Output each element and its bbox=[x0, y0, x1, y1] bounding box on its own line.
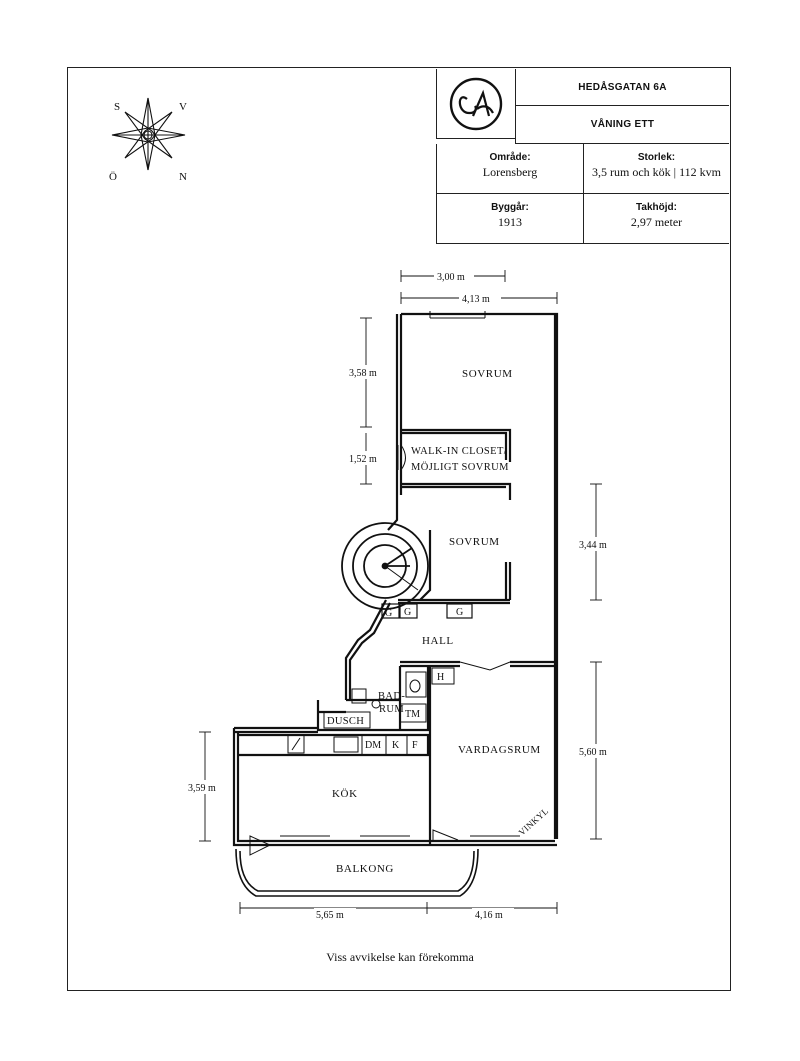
bath-fixtures bbox=[323, 667, 455, 729]
ceiling-label: Takhöjd: bbox=[636, 202, 677, 213]
closet-g-1: G bbox=[385, 608, 392, 619]
floor-title: VÅNING ETT bbox=[515, 106, 729, 144]
room-walk-in-1: WALK-IN CLOSET/ bbox=[411, 446, 507, 457]
compass-rose-icon bbox=[111, 97, 186, 171]
area-value: Lorensberg bbox=[482, 165, 538, 179]
dim-sovrum2-height: 3,44 m bbox=[579, 540, 607, 551]
compass-s: S bbox=[114, 101, 120, 113]
disclaimer-note: Viss avvikelse kan förekomma bbox=[326, 950, 474, 964]
compass-v: V bbox=[179, 101, 187, 113]
logo-cell bbox=[436, 69, 515, 139]
size-cell: Storlek: 3,5 rum och kök | 112 kvm bbox=[583, 144, 729, 194]
kitchen-fixtures bbox=[287, 734, 408, 755]
room-hall: HALL bbox=[422, 635, 454, 647]
room-sovrum-1: SOVRUM bbox=[462, 368, 513, 380]
room-vinkyl: VINKYL bbox=[517, 806, 551, 838]
built-label: Byggår: bbox=[491, 202, 529, 213]
room-dusch: DUSCH bbox=[327, 716, 364, 727]
fixture-tm: TM bbox=[405, 709, 420, 720]
spiral-staircase-icon bbox=[341, 522, 429, 610]
closet-g-3: G bbox=[456, 607, 463, 618]
compass-n: N bbox=[179, 171, 187, 183]
windows bbox=[280, 311, 520, 837]
dim-vardagsrum-height: 5,60 m bbox=[579, 747, 607, 758]
room-balkong: BALKONG bbox=[336, 863, 394, 875]
size-value: 3,5 rum och kök | 112 kvm bbox=[592, 165, 721, 179]
fixture-f: F bbox=[412, 740, 418, 751]
room-kok: KÖK bbox=[332, 788, 358, 800]
doors bbox=[249, 444, 511, 856]
room-walk-in-2: MÖJLIGT SOVRUM bbox=[411, 461, 509, 473]
address-title: HEDÅSGATAN 6A bbox=[515, 69, 729, 106]
dim-top-inner: 3,00 m bbox=[437, 272, 465, 283]
dimension-label-bg bbox=[186, 269, 615, 922]
closet-g-2: G bbox=[404, 607, 411, 618]
fixture-k: K bbox=[392, 740, 400, 751]
walls bbox=[232, 312, 559, 847]
ceiling-value: 2,97 meter bbox=[630, 215, 683, 229]
info-box: HEDÅSGATAN 6A VÅNING ETT Område: Lorensb… bbox=[436, 69, 729, 244]
dim-bottom-left: 5,65 m bbox=[316, 910, 344, 921]
room-sovrum-2: SOVRUM bbox=[449, 536, 500, 548]
room-badrum-2: RUM bbox=[379, 704, 404, 715]
size-label: Storlek: bbox=[637, 152, 676, 163]
dim-sovrum-height: 3,58 m bbox=[349, 368, 377, 379]
dim-closet-height: 1,52 m bbox=[349, 454, 377, 465]
page-frame bbox=[67, 67, 731, 991]
dim-bottom-right: 4,16 m bbox=[475, 910, 503, 921]
logo-icon bbox=[449, 77, 503, 131]
fixture-dm: DM bbox=[365, 740, 381, 751]
ceiling-cell: Takhöjd: 2,97 meter bbox=[583, 194, 729, 244]
closets bbox=[381, 603, 473, 619]
room-badrum-1: BAD- bbox=[378, 691, 405, 702]
area-cell: Område: Lorensberg bbox=[436, 144, 583, 194]
dim-top-outer: 4,13 m bbox=[462, 294, 490, 305]
fixture-h: H bbox=[437, 672, 444, 683]
compass-o: Ö bbox=[109, 171, 117, 183]
room-vardagsrum: VARDAGSRUM bbox=[458, 744, 541, 756]
dim-kok-height: 3,59 m bbox=[188, 783, 216, 794]
balcony bbox=[235, 848, 479, 897]
area-label: Område: bbox=[489, 152, 531, 163]
built-cell: Byggår: 1913 bbox=[436, 194, 583, 244]
built-value: 1913 bbox=[498, 215, 522, 229]
